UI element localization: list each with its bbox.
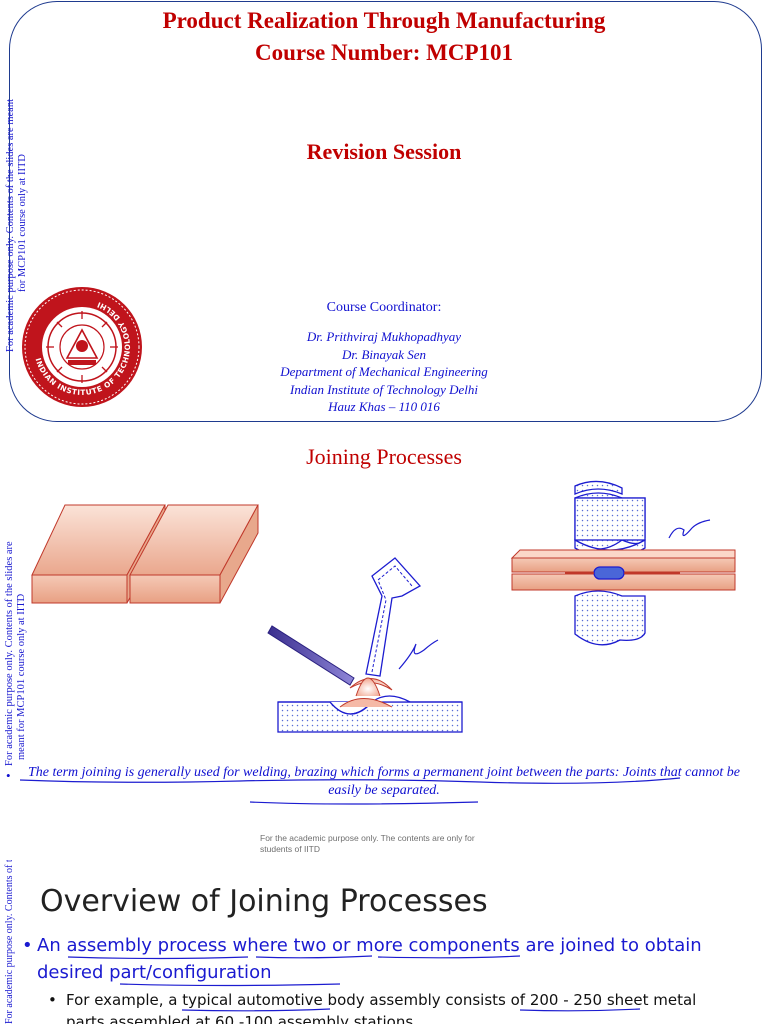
- iit-delhi-logo-icon: INDIAN INSTITUTE OF TECHNOLOGY DELHI: [22, 287, 142, 407]
- course-title: Product Realization Through Manufacturin…: [162, 8, 606, 33]
- overview-slide: Overview of Joining Processes For academ…: [0, 860, 768, 1024]
- spot-welding-icon: [510, 480, 736, 646]
- course-number: Course Number: MCP101: [254, 40, 514, 65]
- arc-welding-icon: [267, 557, 463, 733]
- slide-frame: [9, 1, 762, 422]
- sub-bullet-item: • For example, a typical automotive body…: [48, 989, 728, 1024]
- bullet-item: • An assembly process where two or more …: [22, 932, 722, 986]
- slide-title: Overview of Joining Processes: [40, 884, 488, 919]
- side-disclaimer: For academic purpose only. Contents of t…: [4, 860, 15, 1024]
- joining-processes-slide: Joining Processes For academic purpose o…: [0, 428, 768, 860]
- session-title: Revision Session: [306, 139, 462, 164]
- coordinator-label: Course Coordinator:: [326, 300, 442, 315]
- institute-address: Hauz Khas – 110 016: [328, 399, 440, 415]
- bullet-marker: •: [6, 768, 11, 783]
- bullet-marker: •: [48, 991, 57, 1009]
- department-name: Department of Mechanical Engineering: [280, 364, 488, 380]
- coordinator-name: Dr. Binayak Sen: [341, 346, 427, 362]
- coordinator-name: Dr. Prithviraj Mukhopadhyay: [306, 329, 462, 344]
- bullet-marker: •: [22, 935, 33, 956]
- title-slide: Product Realization Through Manufacturin…: [0, 0, 768, 428]
- institute-name: Indian Institute of Technology Delhi: [290, 381, 478, 397]
- bullet-text: An assembly process where two or more co…: [37, 935, 702, 983]
- coordinator-block: Dr. Prithviraj Mukhopadhyay Dr. Binayak …: [0, 328, 768, 416]
- slide-title: Joining Processes: [306, 444, 462, 469]
- joining-illustrations: [19, 480, 736, 805]
- butt-plates-icon: [31, 504, 259, 604]
- ink-underline: [19, 777, 681, 805]
- slide-footer: For the academic purpose only. The conte…: [260, 833, 475, 854]
- joining-definition: The term joining is generally used for w…: [28, 765, 740, 798]
- bullet-text: For example, a typical automotive body a…: [66, 991, 697, 1024]
